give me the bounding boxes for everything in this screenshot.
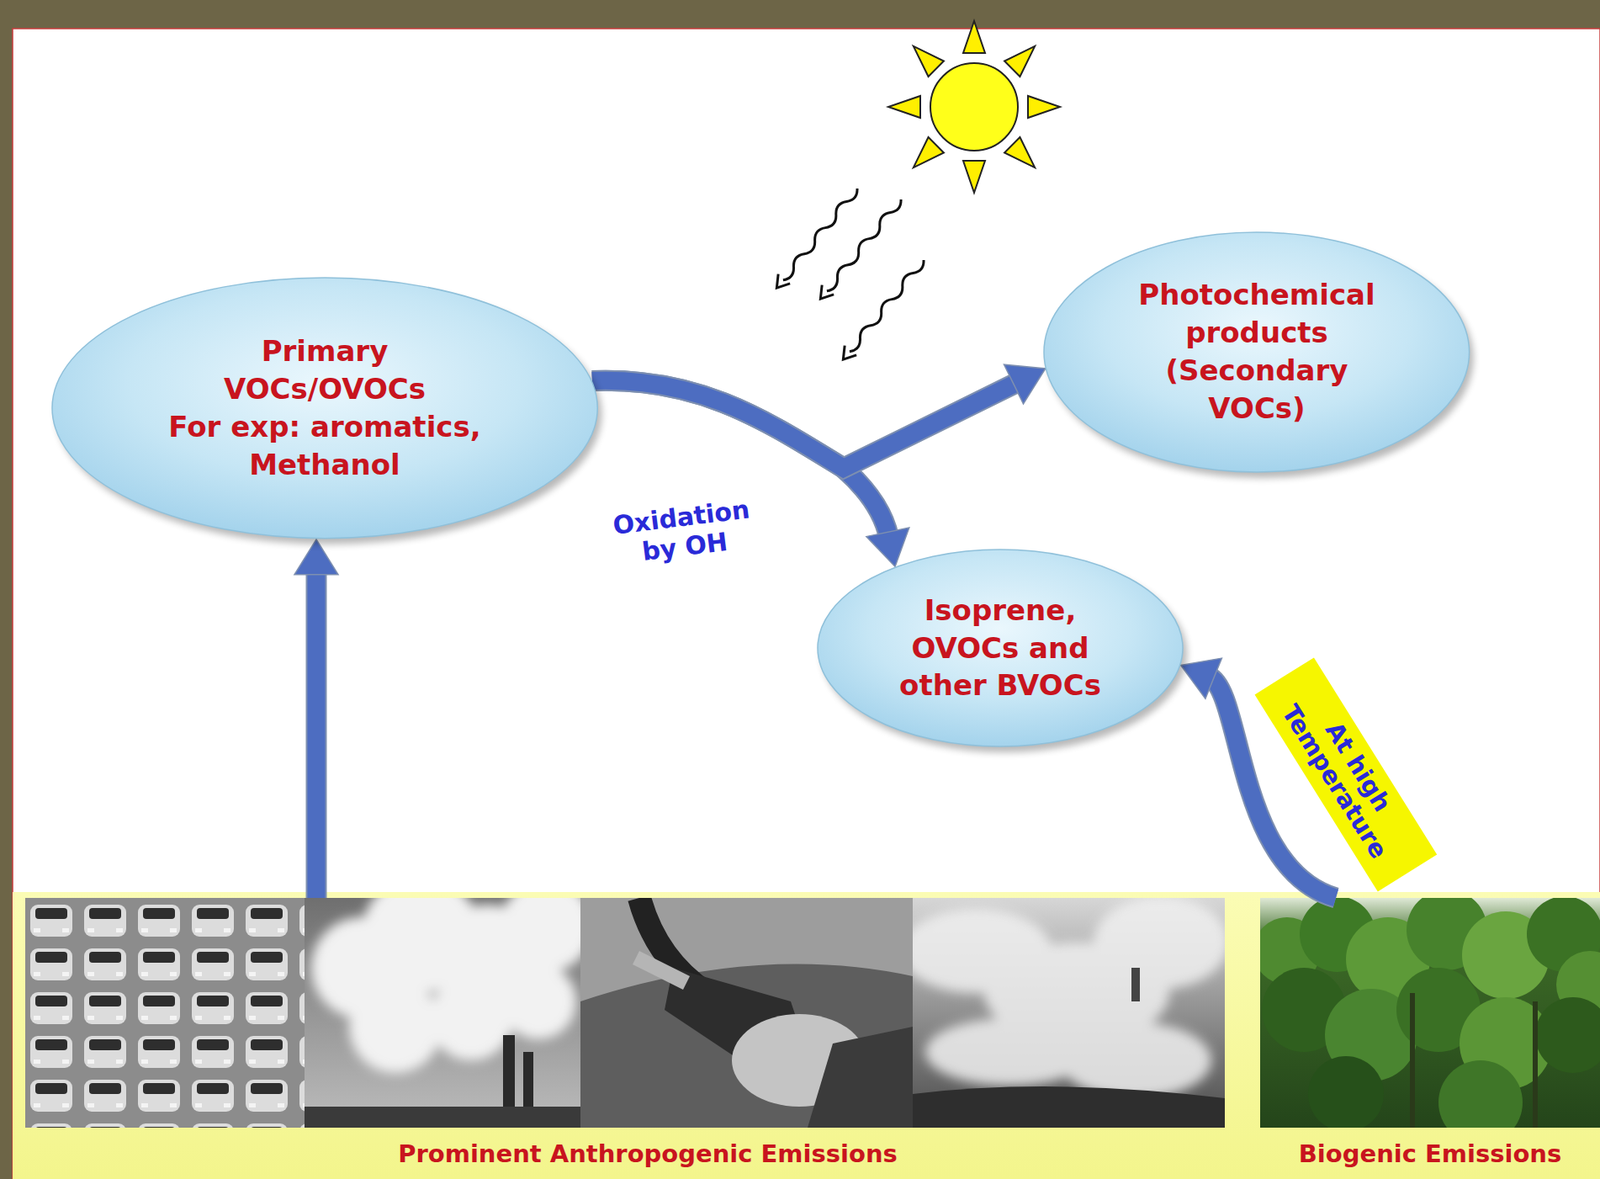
sunlight-rays <box>837 254 930 364</box>
biomass-burning-photo <box>912 897 1225 1128</box>
fuel-nozzle-photo <box>580 897 913 1128</box>
industry-smoke-photo <box>304 1106 581 1128</box>
biomass-burning-photo <box>1093 897 1225 989</box>
text-group: Photochemical products (Secondary VOCs) <box>1125 275 1389 428</box>
emission-source-band: Prominent Anthropogenic Emissions <box>25 897 1225 1174</box>
sunlight-rays <box>770 183 864 292</box>
source-label: Biogenic Emissions <box>1298 1139 1563 1169</box>
fuel-nozzle-photo <box>807 1026 913 1128</box>
traffic-photo <box>25 897 305 1128</box>
arrow-head <box>1181 657 1223 699</box>
sunlight-rays <box>814 285 834 304</box>
sunlight-rays <box>779 185 860 282</box>
sun-symbol <box>905 137 944 175</box>
sun-symbol <box>963 160 986 193</box>
forest-photo <box>1409 992 1415 1128</box>
sunlight-rays <box>770 274 790 293</box>
sun-symbol <box>888 21 1060 193</box>
flow-arrow-shaft <box>307 569 326 899</box>
forest-photo <box>1308 1055 1384 1128</box>
node-text: For exp: aromatics, Methanol <box>139 407 510 484</box>
voc-ellipse: Primary VOCs/OVOCsFor exp: aromatics, Me… <box>51 276 599 540</box>
text-group: Prominent Anthropogenic Emissions <box>397 1139 898 1169</box>
sun-symbol <box>1004 137 1043 175</box>
sunlight-rays <box>846 257 927 354</box>
flow-arrow-outline <box>592 380 1019 468</box>
sun-symbol <box>963 21 986 53</box>
industry-smoke-photo <box>311 897 581 1073</box>
arrow-head <box>866 527 910 567</box>
text-group: Primary VOCs/OVOCsFor exp: aromatics, Me… <box>139 332 510 484</box>
fuel-nozzle-photo <box>580 897 913 1002</box>
industry-smoke-photo <box>500 897 581 972</box>
source-label: Prominent Anthropogenic Emissions <box>397 1139 898 1169</box>
forest-photo <box>1260 897 1600 1128</box>
forest-photo <box>1532 1001 1538 1128</box>
node-text: Primary VOCs/OVOCs <box>190 332 460 408</box>
traffic-photo <box>25 897 305 1128</box>
yellow-band <box>12 891 1600 1179</box>
ellipse-shape <box>1043 232 1470 472</box>
biomass-burning-photo <box>1131 967 1140 1002</box>
fuel-nozzle-photo <box>580 897 913 1128</box>
sunlight-rays <box>814 194 907 303</box>
industry-smoke-photo <box>429 975 514 1060</box>
biomass-burning-photo <box>912 1086 1225 1128</box>
sun-symbol <box>905 38 944 77</box>
voc-ellipse: Isoprene, OVOCs and other BVOCs <box>816 548 1184 748</box>
node-text: Photochemical products (Secondary VOCs) <box>1125 275 1389 428</box>
arrow-head <box>294 539 339 575</box>
biomass-burning-photo <box>1059 1022 1212 1098</box>
forest-photo <box>1438 1059 1523 1128</box>
flow-arrow-shaft <box>592 380 1019 468</box>
forest-photo <box>1535 996 1600 1073</box>
sun-symbol <box>1027 95 1060 118</box>
sunlight-rays <box>823 196 904 293</box>
sun-symbol <box>1004 38 1043 77</box>
ellipse-shape <box>52 277 598 539</box>
text-group: Biogenic Emissions <box>1298 1139 1563 1169</box>
text-group: Isoprene, OVOCs and other BVOCs <box>882 591 1118 705</box>
sun-symbol <box>930 63 1018 151</box>
fuel-nozzle-photo <box>632 950 690 990</box>
flow-arrow <box>592 364 1046 468</box>
white-panel <box>12 28 1600 1179</box>
ellipse-shape <box>817 549 1183 747</box>
biomass-burning-photo <box>912 897 1225 1098</box>
ellipse-outline <box>1043 231 1471 473</box>
emission-source-band: Biogenic Emissions <box>1260 897 1600 1174</box>
arrow-head <box>1004 364 1046 404</box>
flow-arrow <box>294 539 339 898</box>
node-text: Isoprene, OVOCs and other BVOCs <box>882 591 1118 705</box>
industry-smoke-photo <box>500 963 577 1039</box>
sun-symbol <box>888 95 921 118</box>
voc-ellipse: Photochemical products (Secondary VOCs) <box>1043 231 1471 473</box>
sunlight-rays <box>770 183 930 364</box>
ellipse-outline <box>51 276 599 540</box>
industry-smoke-photo <box>349 980 442 1073</box>
sunlight-rays <box>837 345 857 365</box>
industry-smoke-photo <box>304 897 581 1128</box>
flow-arrow-outline <box>306 569 328 899</box>
